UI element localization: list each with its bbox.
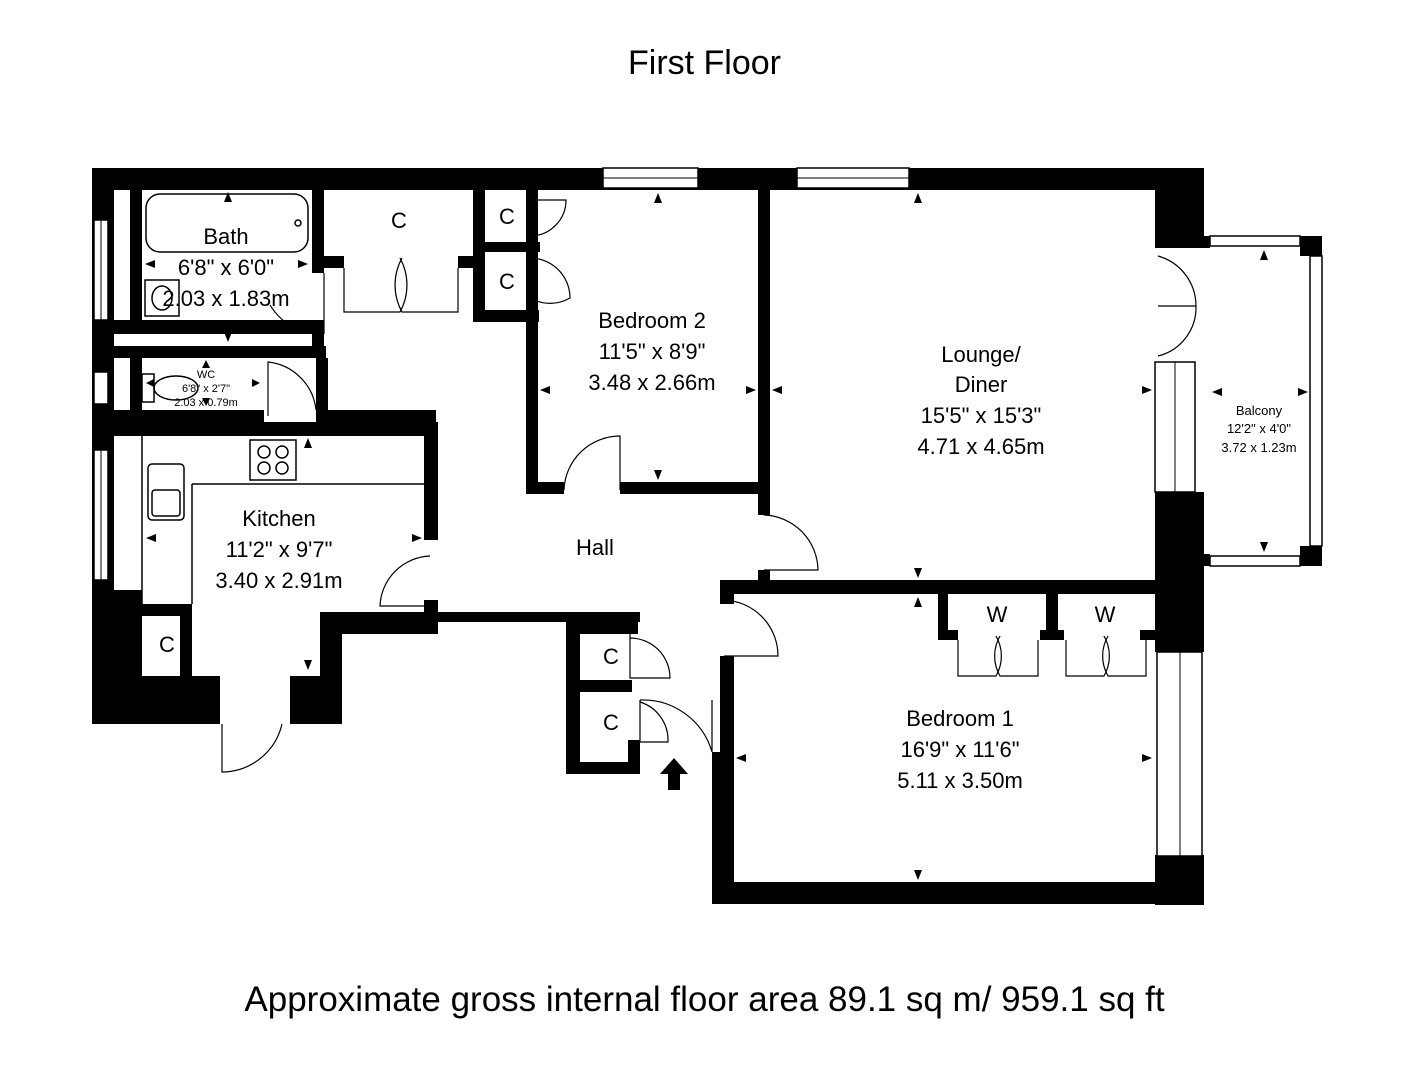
room-labels: Bath 6'8" x 6'0" 2.03 x 1.83m WC 6'8" x … — [159, 204, 1297, 793]
bedroom1-imperial: 16'9" x 11'6" — [900, 737, 1019, 762]
bedroom2-imperial: 11'5" x 8'9" — [599, 339, 706, 364]
cupboard-entrance-bottom-label: C — [603, 710, 619, 735]
floor-title: First Floor — [628, 44, 781, 82]
bedroom2-metric: 3.48 x 2.66m — [588, 370, 715, 395]
bath-imperial: 6'8" x 6'0" — [178, 255, 274, 280]
bath-name: Bath — [203, 224, 248, 249]
cupboard-bedroom2-bottom-label: C — [499, 269, 515, 294]
fixtures — [141, 193, 424, 604]
toilet-icon — [141, 373, 155, 403]
doors — [221, 199, 1197, 773]
cupboard-bedroom2-top-label: C — [499, 204, 515, 229]
wc-name: WC — [197, 369, 215, 381]
wc-imperial: 6'8" x 2'7" — [182, 383, 230, 395]
bedroom2-name: Bedroom 2 — [598, 308, 706, 333]
balcony-metric: 3.72 x 1.23m — [1221, 440, 1296, 455]
bath-metric: 2.03 x 1.83m — [162, 286, 289, 311]
cupboard-kitchen-label: C — [159, 632, 175, 657]
hob-icon — [249, 439, 297, 481]
windows — [93, 167, 1203, 857]
sink-icon — [147, 463, 185, 521]
bedroom1-metric: 5.11 x 3.50m — [897, 768, 1023, 793]
hall-name: Hall — [576, 535, 614, 560]
basin-icon — [144, 279, 180, 317]
lounge-metric: 4.71 x 4.65m — [917, 434, 1044, 459]
bathtub-icon — [145, 193, 309, 253]
cupboard-entrance-top-label: C — [603, 644, 619, 669]
wc-metric: 2.03 x 0.79m — [174, 397, 238, 409]
entrance-arrow-icon — [660, 758, 688, 790]
cupboard-hall-label: C — [391, 208, 407, 233]
lounge-name-line2: Diner — [955, 372, 1008, 397]
balcony-imperial: 12'2" x 4'0" — [1227, 421, 1291, 436]
balcony-name: Balcony — [1236, 403, 1283, 418]
kitchen-imperial: 11'2" x 9'7" — [226, 537, 333, 562]
kitchen-metric: 3.40 x 2.91m — [215, 568, 342, 593]
lounge-imperial: 15'5" x 15'3" — [921, 403, 1042, 428]
dimension-arrows — [145, 192, 1308, 880]
balcony-outline — [1196, 235, 1323, 567]
bedroom1-name: Bedroom 1 — [906, 706, 1014, 731]
wardrobe-right-label: W — [1095, 602, 1116, 627]
wardrobe-left-label: W — [987, 602, 1008, 627]
floor-area-footer: Approximate gross internal floor area 89… — [244, 980, 1165, 1019]
kitchen-name: Kitchen — [242, 506, 315, 531]
lounge-name-line1: Lounge/ — [941, 342, 1021, 367]
